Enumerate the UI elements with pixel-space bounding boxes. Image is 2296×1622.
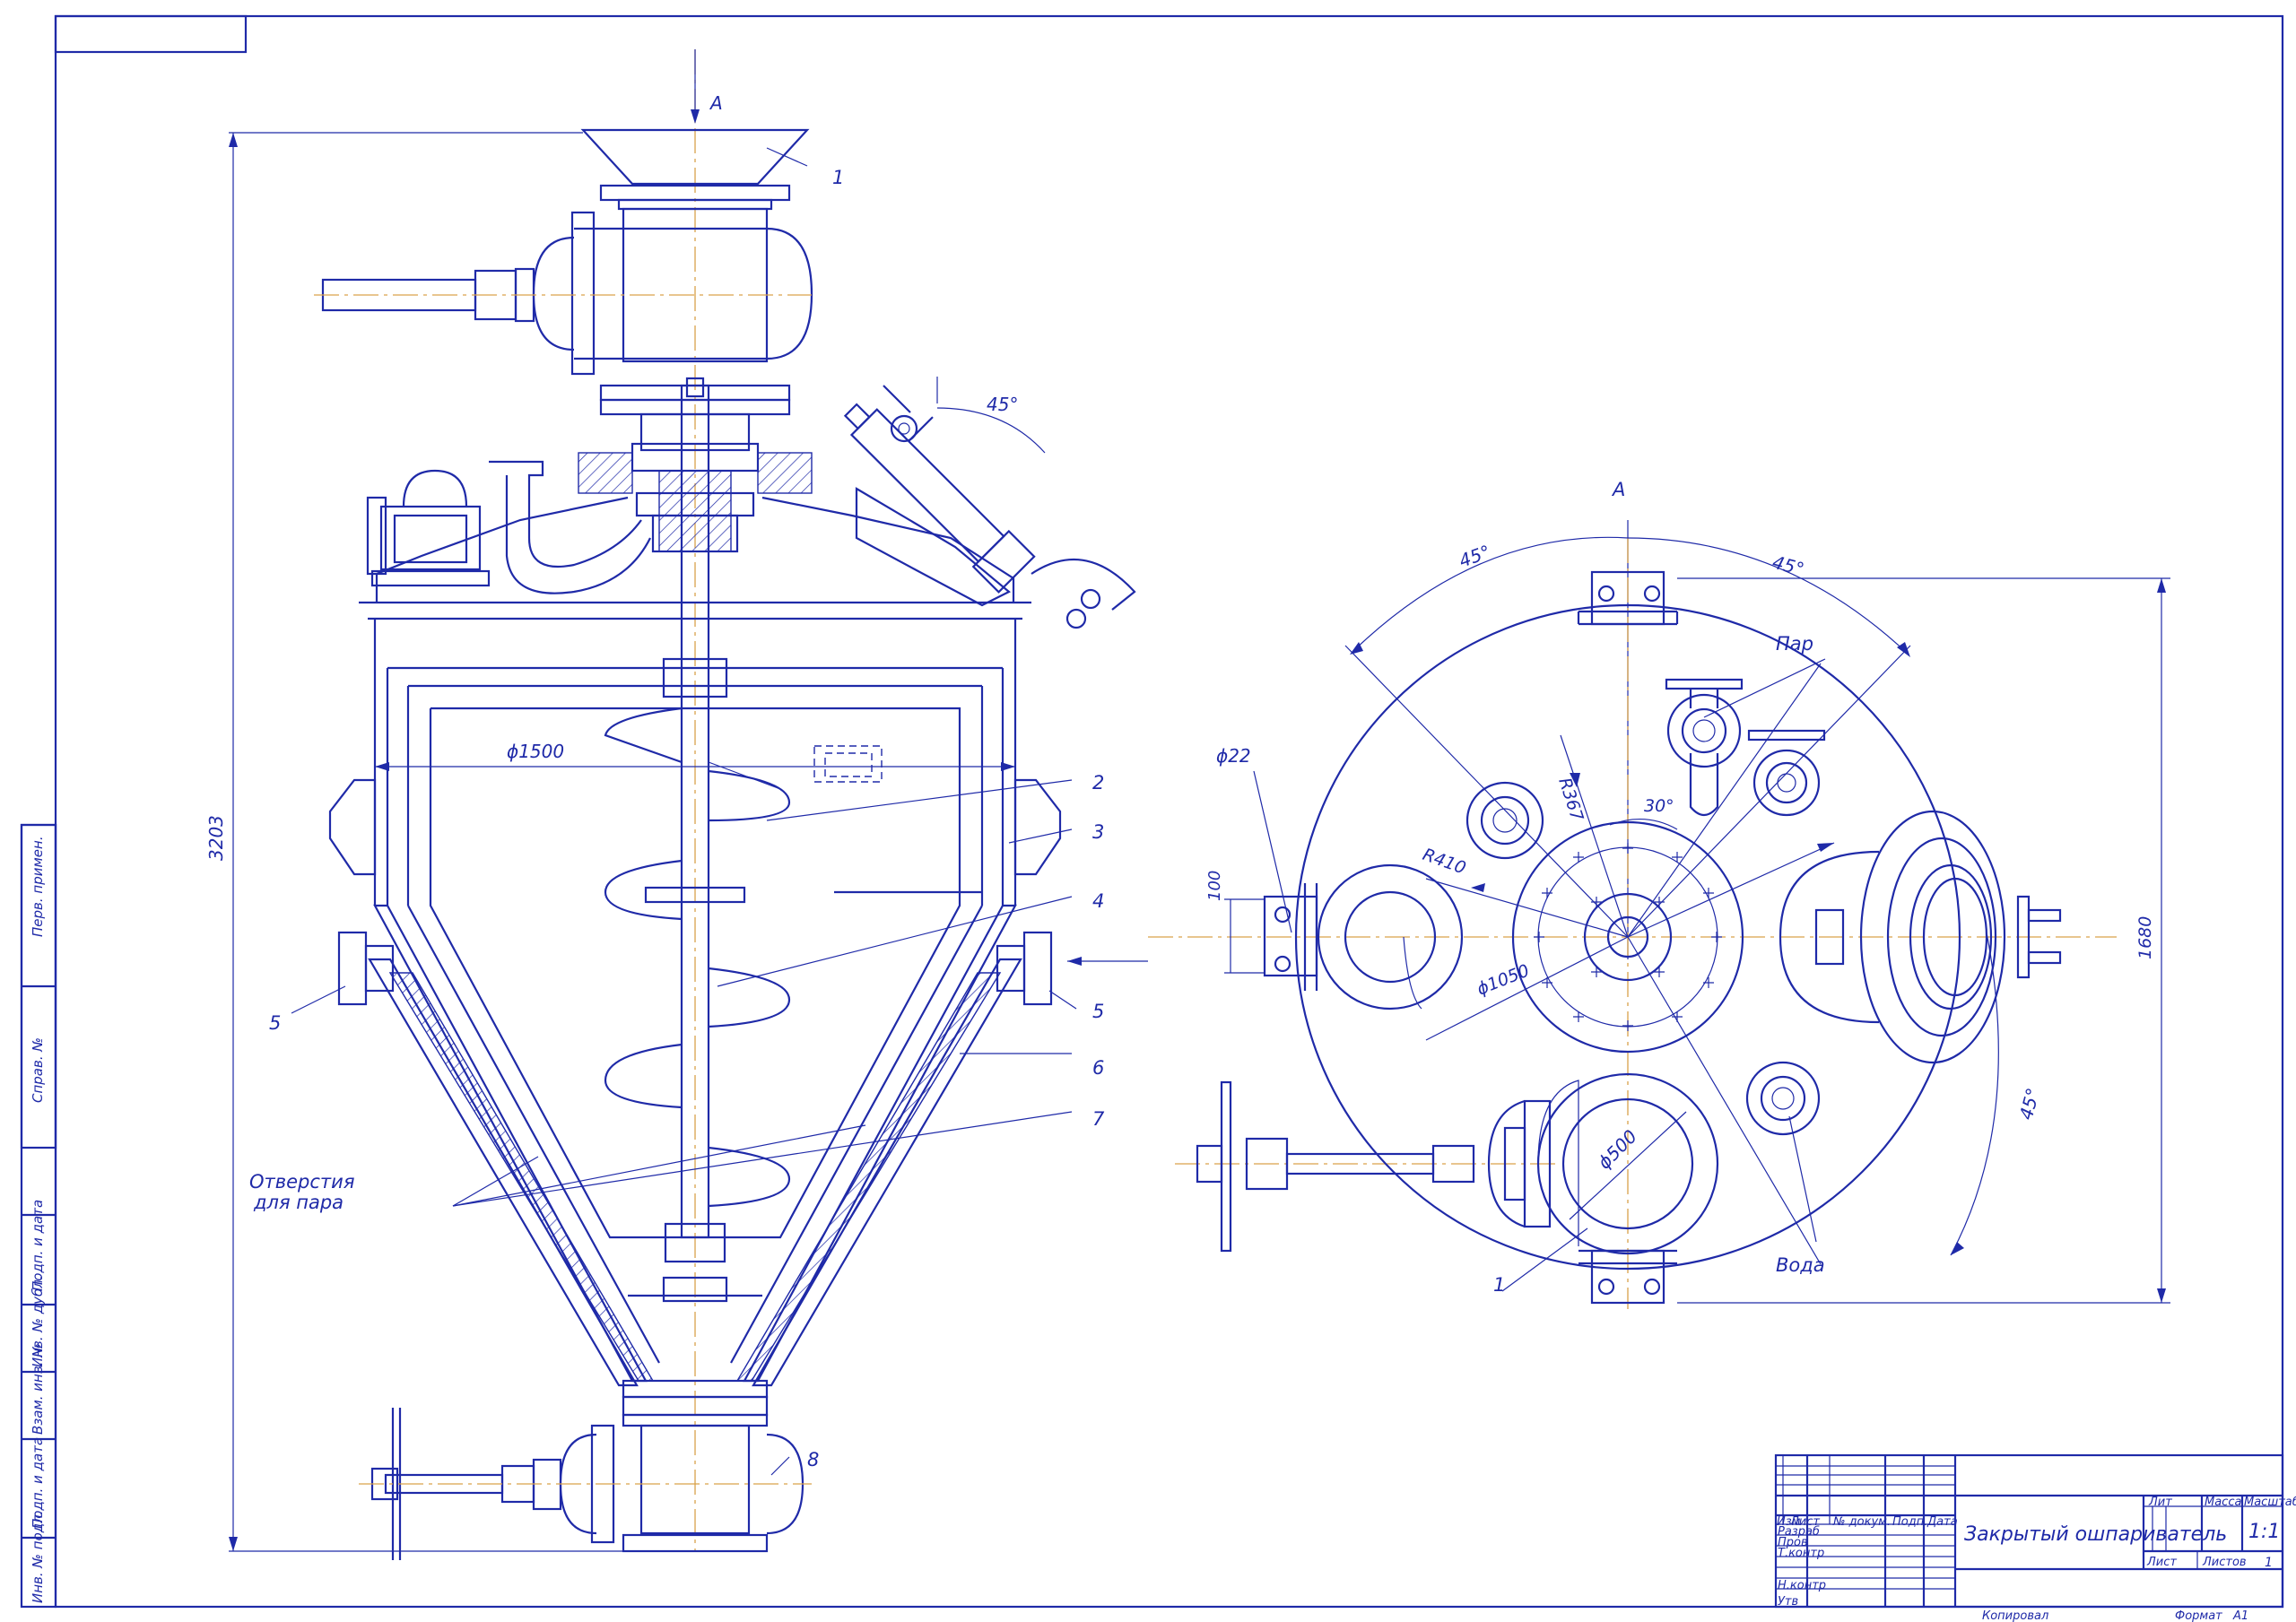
holes-note-line2: для пара [253,1192,344,1213]
tb-sheets-value: 1 [2265,1556,2273,1570]
top-angle-low: 45° [2015,1086,2044,1122]
leader-2: 2 [1092,772,1104,794]
leader-5-left: 5 [269,1012,281,1034]
top-angle-right: 45° [1770,551,1806,580]
tb-drawing-title: Закрытый ошпариватель [1964,1523,2227,1546]
top-leader-1: 1 [1493,1274,1505,1296]
tb-role-ncontrol: Н.контр [1778,1579,1826,1592]
tb-header-sheet: Лист [1789,1515,1820,1529]
leader-7: 7 [1092,1108,1105,1130]
tb-role-check: Пров [1778,1536,1808,1549]
tb-scale-label: Масштаб [2244,1496,2296,1509]
tb-header-change: Изм [1777,1515,1801,1529]
stamp-sign-date-1: Подп. и дата [30,1200,46,1291]
tb-sheet-label: Лист [2146,1556,2177,1569]
tb-header-sign: Подп. [1892,1515,1927,1529]
top-angle-30: 30° [1644,796,1674,816]
leader-4: 4 [1092,890,1104,912]
stamp-sign-date-2: Подп. и дата [30,1437,46,1529]
dim-d1050: ϕ1050 [1474,960,1533,999]
steam-label: Пар [1776,633,1813,655]
dim-r410: R410 [1420,845,1468,879]
front-height-3203: 3203 [205,815,227,861]
front-view: A [205,49,1148,1560]
tb-role-tcontrol: Т.контр [1778,1547,1824,1560]
water-label: Вода [1776,1254,1825,1276]
top-view-title: A [1611,479,1625,500]
leader-5-right: 5 [1092,1001,1104,1022]
side-stamp: Перв. примен. Справ. № Подп. и дата Инв.… [30,836,46,1603]
holes-note-line1: Отверстия [249,1171,354,1193]
tb-format-label: Формат [2175,1609,2222,1622]
tb-header-date: Дата [1926,1515,1958,1529]
leader-8: 8 [807,1449,819,1470]
stamp-ref-no: Справ. № [30,1037,46,1103]
leader-1: 1 [832,167,844,188]
tb-role-dev: Разраб [1778,1525,1820,1539]
front-view-marker: A [709,92,723,114]
tb-copied-label: Копировал [1982,1609,2048,1622]
leader-6: 6 [1092,1057,1104,1079]
tb-scale-value: 1:1 [2248,1521,2280,1543]
bolt-marks [1534,843,1722,1031]
front-diameter-1500: ϕ1500 [507,741,564,762]
stamp-replace-inv: Взам. инв. № [30,1343,46,1435]
title-block: Изм Лист № докум. Подп. Дата Разраб Пров… [1774,1453,2296,1622]
tb-format-value: A1 [2232,1609,2248,1622]
dim-1680: 1680 [2135,916,2155,959]
sheet-frame [20,14,2284,1609]
tb-sheets-label: Листов [2202,1556,2247,1569]
dim-d500: ϕ500 [1594,1125,1641,1173]
tb-role-approve: Утв [1778,1595,1798,1609]
tb-lit-label: Лит [2148,1496,2172,1509]
tb-header-docno: № докум. [1832,1515,1891,1529]
top-angle-left: 45° [1457,541,1494,572]
dim-d22: ϕ22 [1216,745,1251,767]
front-angle-45: 45° [987,394,1018,415]
stamp-first-use: Перв. примен. [30,836,46,937]
stamp-orig-inv: Инв. № подл. [30,1511,46,1603]
leader-3: 3 [1092,821,1104,843]
tb-mass-label: Масса [2205,1496,2241,1509]
dim-100: 100 [1205,871,1224,901]
top-view: A [1148,479,2170,1309]
stamp-dup-inv: Инв. № дубл. [30,1275,46,1367]
